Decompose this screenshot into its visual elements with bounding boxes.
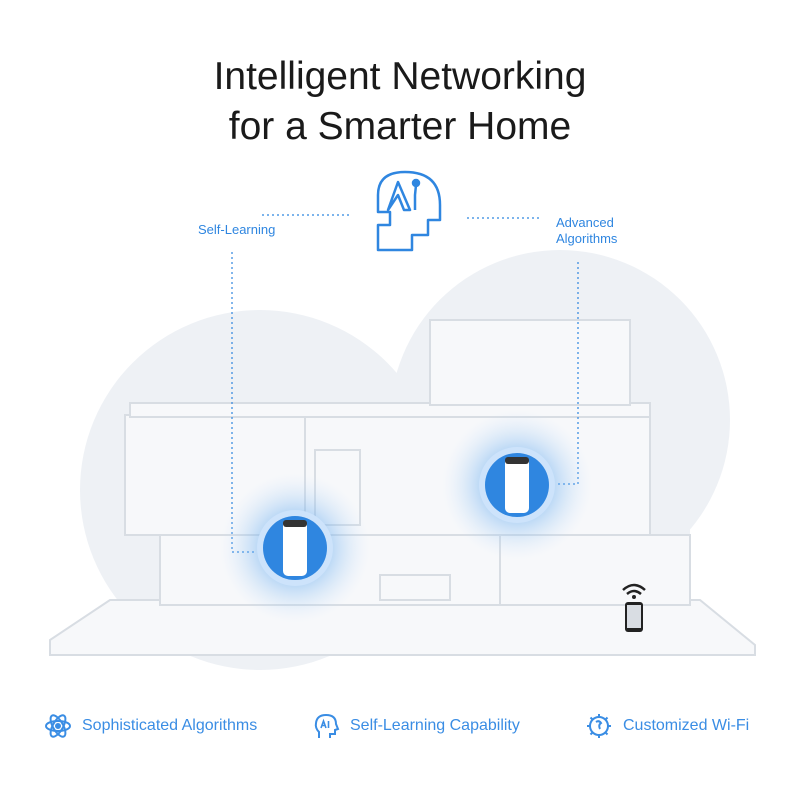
atom-icon bbox=[45, 714, 71, 738]
feature-sophisticated-algorithms: Sophisticated Algorithms bbox=[44, 712, 257, 740]
callout-advanced-algorithms: Advanced Algorithms bbox=[556, 215, 617, 247]
gear-brain-icon bbox=[587, 714, 611, 738]
router-right bbox=[442, 410, 592, 560]
callout-self-learning: Self-Learning bbox=[198, 222, 276, 237]
router-left bbox=[220, 473, 370, 623]
page-title: Intelligent Networking for a Smarter Hom… bbox=[0, 52, 800, 152]
feature-customized-wifi: Customized Wi-Fi bbox=[585, 712, 749, 740]
feature-self-learning-capability: Self-Learning Capability bbox=[312, 712, 520, 740]
feature-label: Self-Learning Capability bbox=[350, 717, 520, 734]
title-line-1: Intelligent Networking bbox=[213, 55, 587, 98]
ai-head-icon bbox=[314, 713, 340, 738]
title-line-2: for a Smarter Home bbox=[228, 105, 572, 148]
feature-label: Customized Wi-Fi bbox=[623, 717, 750, 734]
callout-right-line-2: Algorithms bbox=[556, 231, 618, 246]
callout-right-line-1: Advanced bbox=[556, 215, 614, 230]
phone-wifi-icon bbox=[622, 583, 646, 632]
feature-label: Sophisticated Algorithms bbox=[82, 717, 258, 734]
ai-head-icon bbox=[376, 170, 442, 252]
